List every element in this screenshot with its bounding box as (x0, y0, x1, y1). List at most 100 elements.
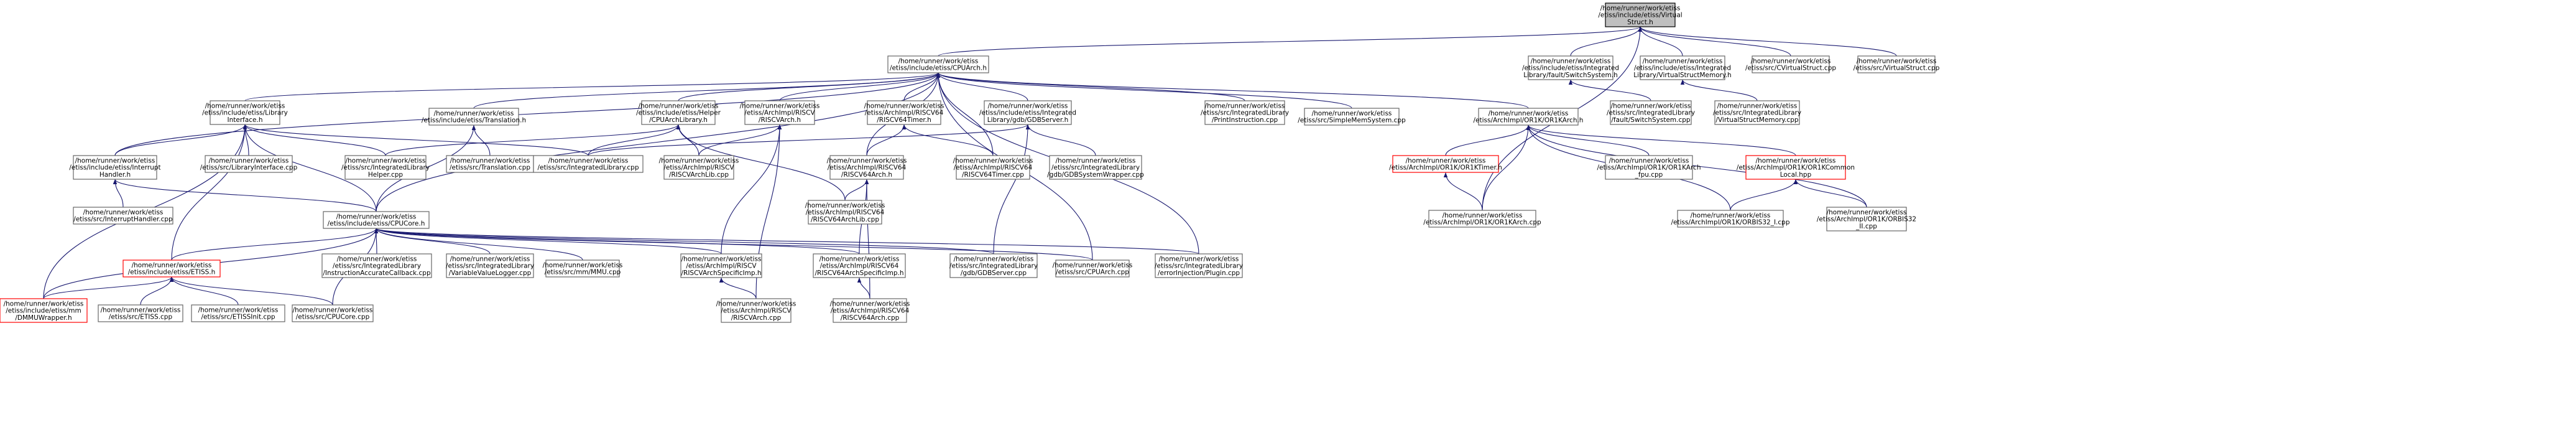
node-label-line: Library/VirtualStructMemory.h (1633, 72, 1731, 79)
node-box (73, 155, 157, 180)
node-label-line: /etiss/ArchImpl/RISCV64 (831, 307, 910, 315)
node-riscv64archlib[interactable]: /home/runner/work/etiss/etiss/ArchImpl/R… (805, 200, 885, 225)
node-virtualmemory[interactable]: /home/runner/work/etiss/etiss/include/et… (1633, 55, 1732, 80)
node-etissh[interactable]: /home/runner/work/etiss/etiss/include/et… (122, 259, 221, 278)
node-simplemem[interactable]: /home/runner/work/etiss/etiss/src/Simple… (1298, 108, 1406, 126)
node-riscvspecimp[interactable]: /home/runner/work/etiss/etiss/ArchImpl/R… (680, 253, 762, 278)
node-label-line: /etiss/src/IntegratedLibrary (1713, 110, 1801, 117)
node-label-line: /home/runner/work/etiss (346, 157, 426, 164)
node-label-line: /errorInjection/Plugin.cpp (1158, 269, 1240, 277)
node-translationcpp[interactable]: /home/runner/work/etiss/etiss/src/Transl… (446, 155, 534, 173)
node-interruptcpp[interactable]: /home/runner/work/etiss/etiss/src/Interr… (73, 207, 173, 225)
node-or1kbis32i[interactable]: /home/runner/work/etiss/etiss/ArchImpl/O… (1671, 210, 1790, 228)
node-cpuarchlib[interactable]: /home/runner/work/etiss/etiss/include/et… (636, 100, 721, 125)
node-virtualmemcpp[interactable]: /home/runner/work/etiss/etiss/src/Integr… (1713, 100, 1801, 125)
edge-faultswitchcpp-to-faultswitch (1568, 79, 1651, 101)
node-label-line: /etiss/ArchImpl/OR1K/OR1KTimer.h (1389, 164, 1502, 172)
node-riscvarch[interactable]: /home/runner/work/etiss/etiss/ArchImpl/R… (740, 100, 820, 125)
edge-intlibcpp-to-cpuarchlib (588, 124, 681, 156)
node-label-line: /etiss/ArchImpl/RISCV64 (865, 110, 944, 117)
node-label-line: /home/runner/work/etiss (209, 157, 289, 164)
node-label-line: /etiss/ArchImpl/OR1K/ORBIS32_I.cpp (1671, 219, 1790, 227)
node-cpuarch[interactable]: /home/runner/work/etiss/etiss/include/et… (887, 55, 989, 73)
node-label-line: /home/runner/work/etiss (336, 213, 417, 220)
node-riscv64specimp[interactable]: /home/runner/work/etiss/etiss/ArchImpl/R… (813, 253, 906, 278)
node-gdbservercpp[interactable]: /home/runner/work/etiss/etiss/src/Integr… (949, 253, 1038, 278)
node-riscv64timercpp[interactable]: /home/runner/work/etiss/etiss/ArchImpl/R… (953, 155, 1033, 180)
node-virtualstruct[interactable]: /home/runner/work/etiss/etiss/include/et… (1598, 2, 1683, 27)
edge-layer (43, 26, 1897, 306)
node-riscv64arch[interactable]: /home/runner/work/etiss/etiss/ArchImpl/R… (827, 155, 907, 180)
node-box (1826, 207, 1907, 231)
node-helpercpp[interactable]: /home/runner/work/etiss/etiss/src/Integr… (341, 155, 430, 180)
node-label-line: /home/runner/work/etiss (819, 255, 900, 263)
node-mmucpp[interactable]: /home/runner/work/etiss/etiss/src/mm/MMU… (543, 259, 623, 278)
node-label-line: /home/runner/work/etiss (1717, 102, 1798, 110)
edge-riscv64archcpp-to-riscv64specimp (857, 277, 870, 299)
node-label-line: /RISCV64ArchSpecificImp.h (815, 269, 903, 277)
edge-cpuarch-to-virtualstruct (938, 26, 1642, 57)
edge-or1kbis32i-to-or1kcommon (1730, 179, 1798, 211)
node-varlogger[interactable]: /home/runner/work/etiss/etiss/src/Integr… (446, 253, 534, 278)
node-box (446, 253, 534, 278)
node-label-line: /etiss/ArchImpl/RISCV64 (820, 263, 899, 270)
node-box (1528, 55, 1613, 80)
node-label-line: Library/gdb/GDBServer.h (987, 116, 1069, 124)
node-intlibcpp[interactable]: /home/runner/work/etiss/etiss/src/Integr… (533, 155, 644, 173)
edge-riscvarch-to-cpuarch (779, 72, 941, 101)
node-riscv64archcpp[interactable]: /home/runner/work/etiss/etiss/ArchImpl/R… (830, 298, 910, 323)
node-etisscpp[interactable]: /home/runner/work/etiss/etiss/src/ETISS.… (98, 304, 183, 322)
node-box (321, 253, 432, 278)
node-printinstr[interactable]: /home/runner/work/etiss/etiss/src/Integr… (1201, 100, 1289, 125)
node-cpuarchcpp[interactable]: /home/runner/work/etiss/etiss/src/CPUArc… (1053, 259, 1133, 278)
node-label-line: /home/runner/work/etiss (639, 102, 719, 110)
node-box (323, 211, 430, 229)
node-dmmuwrapper[interactable]: /home/runner/work/etiss/etiss/include/et… (0, 298, 88, 323)
node-box (1055, 259, 1130, 278)
node-or1ktimer[interactable]: /home/runner/work/etiss/etiss/ArchImpl/O… (1389, 155, 1502, 173)
edge-mmucpp-to-cpucore (374, 228, 583, 261)
node-label-line: /etiss/src/IntegratedLibrary (446, 263, 534, 270)
node-riscvarchcpp[interactable]: /home/runner/work/etiss/etiss/ArchImpl/R… (716, 298, 796, 323)
node-gdbsyswrap[interactable]: /home/runner/work/etiss/etiss/src/Integr… (1047, 155, 1144, 180)
node-box (1752, 55, 1830, 73)
node-label-line: /home/runner/work/etiss (1691, 212, 1771, 219)
node-faultswitch[interactable]: /home/runner/work/etiss/etiss/include/et… (1522, 55, 1619, 80)
node-label-line: /home/runner/work/etiss (83, 208, 164, 216)
node-label-line: /CPUArchLibrary.h (649, 116, 708, 124)
edge-or1kbis32ii-to-or1kcommon (1793, 179, 1867, 208)
node-box (191, 304, 285, 322)
node-cvirtualstruct[interactable]: /home/runner/work/etiss/etiss/src/CVirtu… (1745, 55, 1836, 73)
node-cpucorecpp[interactable]: /home/runner/work/etiss/etiss/src/CPUCor… (292, 304, 374, 322)
node-box (446, 155, 534, 173)
node-faultswitchcpp[interactable]: /home/runner/work/etiss/etiss/src/Integr… (1607, 100, 1695, 125)
node-or1kbis32ii[interactable]: /home/runner/work/etiss/etiss/ArchImpl/O… (1817, 207, 1916, 231)
node-label-line: /home/runner/work/etiss (898, 57, 979, 65)
node-or1karchh[interactable]: /home/runner/work/etiss/etiss/ArchImpl/O… (1474, 108, 1584, 126)
node-libinterfacecpp[interactable]: /home/runner/work/etiss/etiss/src/Librar… (200, 155, 298, 173)
node-gdbserverh[interactable]: /home/runner/work/etiss/etiss/include/et… (979, 100, 1076, 125)
node-riscvarchlib[interactable]: /home/runner/work/etiss/etiss/ArchImpl/R… (659, 155, 739, 180)
node-etissinit[interactable]: /home/runner/work/etiss/etiss/src/ETISSI… (191, 304, 285, 322)
node-instraccurate[interactable]: /home/runner/work/etiss/etiss/src/Integr… (321, 253, 432, 278)
node-virtualstructcpp[interactable]: /home/runner/work/etiss/etiss/src/Virtua… (1854, 55, 1940, 73)
node-or1karchcpp[interactable]: /home/runner/work/etiss/etiss/ArchImpl/O… (1423, 210, 1541, 228)
node-label-line: /etiss/include/etiss/Integrated (979, 110, 1076, 117)
node-interrupth[interactable]: /home/runner/work/etiss/etiss/include/et… (69, 155, 161, 180)
edge-etissh-to-libraryinterface (171, 124, 247, 261)
node-label-line: /home/runner/work/etiss (1159, 255, 1239, 263)
edge-riscv64arch-to-riscv64timer (866, 124, 907, 156)
node-or1kfpu[interactable]: /home/runner/work/etiss/etiss/ArchImpl/O… (1597, 155, 1701, 180)
node-errorinject[interactable]: /home/runner/work/etiss/etiss/src/Integr… (1155, 253, 1243, 278)
node-label-line: /home/runner/work/etiss (659, 157, 739, 164)
node-label-line: Library/fault/SwitchSystem.h (1523, 72, 1617, 79)
edge-gdbservercpp-to-cpucore (374, 228, 994, 255)
node-or1kcommon[interactable]: /home/runner/work/etiss/etiss/ArchImpl/O… (1737, 155, 1855, 180)
node-riscv64timer[interactable]: /home/runner/work/etiss/etiss/ArchImpl/R… (864, 100, 944, 125)
node-cpucore[interactable]: /home/runner/work/etiss/etiss/include/et… (323, 211, 430, 229)
node-translation[interactable]: /home/runner/work/etiss/etiss/include/et… (422, 108, 526, 126)
edge-or1kcommon-to-or1karchh (1526, 124, 1796, 156)
node-libraryinterface[interactable]: /home/runner/work/etiss/etiss/include/et… (202, 100, 288, 125)
node-box (956, 155, 1030, 180)
